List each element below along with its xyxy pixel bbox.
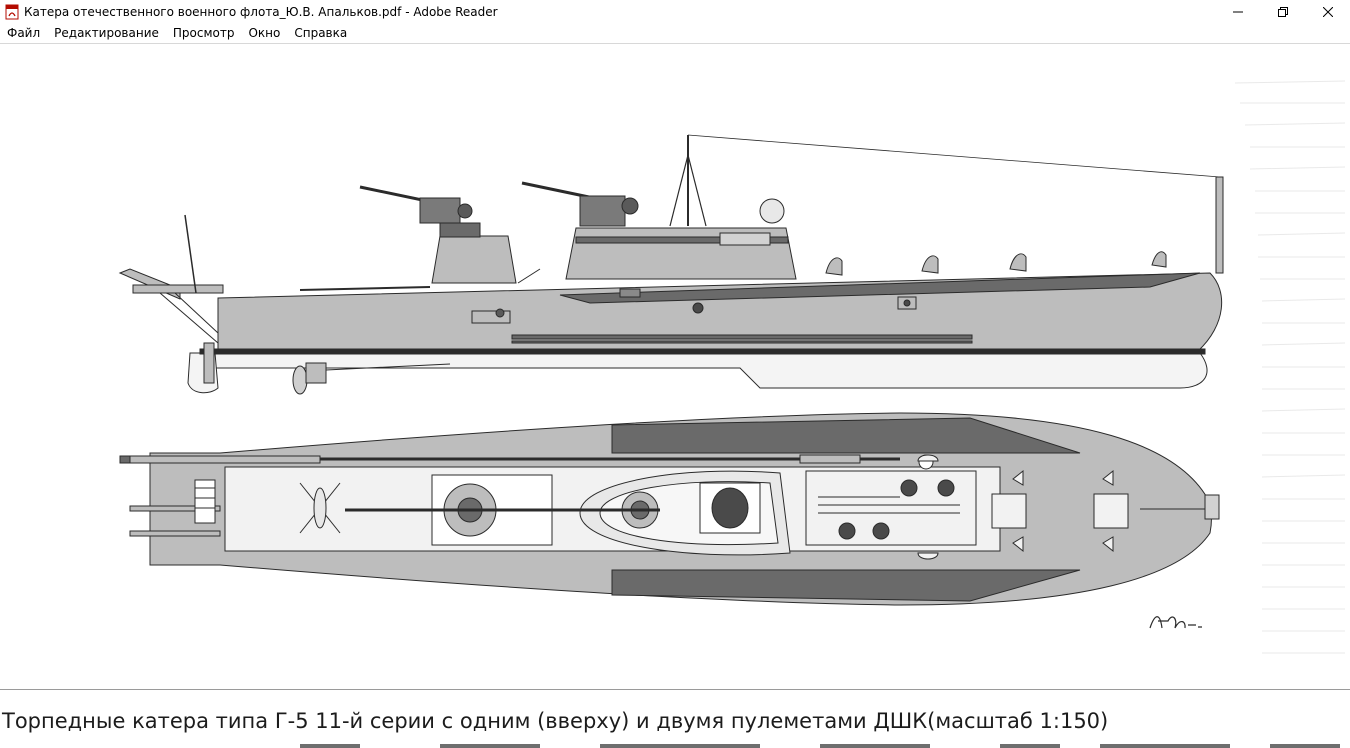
boat-drawing [118, 80, 1346, 654]
window-controls [1215, 0, 1350, 23]
minimize-icon [1232, 11, 1243, 12]
close-icon [1322, 6, 1333, 17]
menu-help[interactable]: Справка [294, 26, 348, 40]
cut-off-text-line [300, 744, 1340, 748]
menu-edit[interactable]: Редактирование [54, 26, 159, 40]
page-bottom-border [0, 689, 1350, 690]
menu-view[interactable]: Просмотр [172, 26, 235, 40]
restore-icon [1277, 6, 1288, 17]
window-title: Катера отечественного военного флота_Ю.В… [24, 4, 498, 19]
top-view [119, 412, 1220, 606]
document-top-border [0, 43, 1350, 44]
pdf-reader-icon [5, 4, 19, 19]
minimize-button[interactable] [1215, 0, 1260, 23]
title-bar[interactable]: Катера отечественного военного флота_Ю.В… [0, 0, 1350, 23]
page-background-texture [1234, 80, 1346, 654]
artist-signature [1149, 616, 1202, 629]
menu-window[interactable]: Окно [248, 26, 281, 40]
restore-button[interactable] [1260, 0, 1305, 23]
side-view [118, 134, 1224, 395]
close-button[interactable] [1305, 0, 1350, 23]
menu-bar: Файл Редактирование Просмотр Окно Справк… [0, 23, 1350, 43]
menu-file[interactable]: Файл [7, 26, 41, 40]
figure-caption: Торпедные катера типа Г-5 11-й серии с о… [2, 709, 1109, 733]
document-view[interactable]: Торпедные катера типа Г-5 11-й серии с о… [0, 43, 1350, 748]
